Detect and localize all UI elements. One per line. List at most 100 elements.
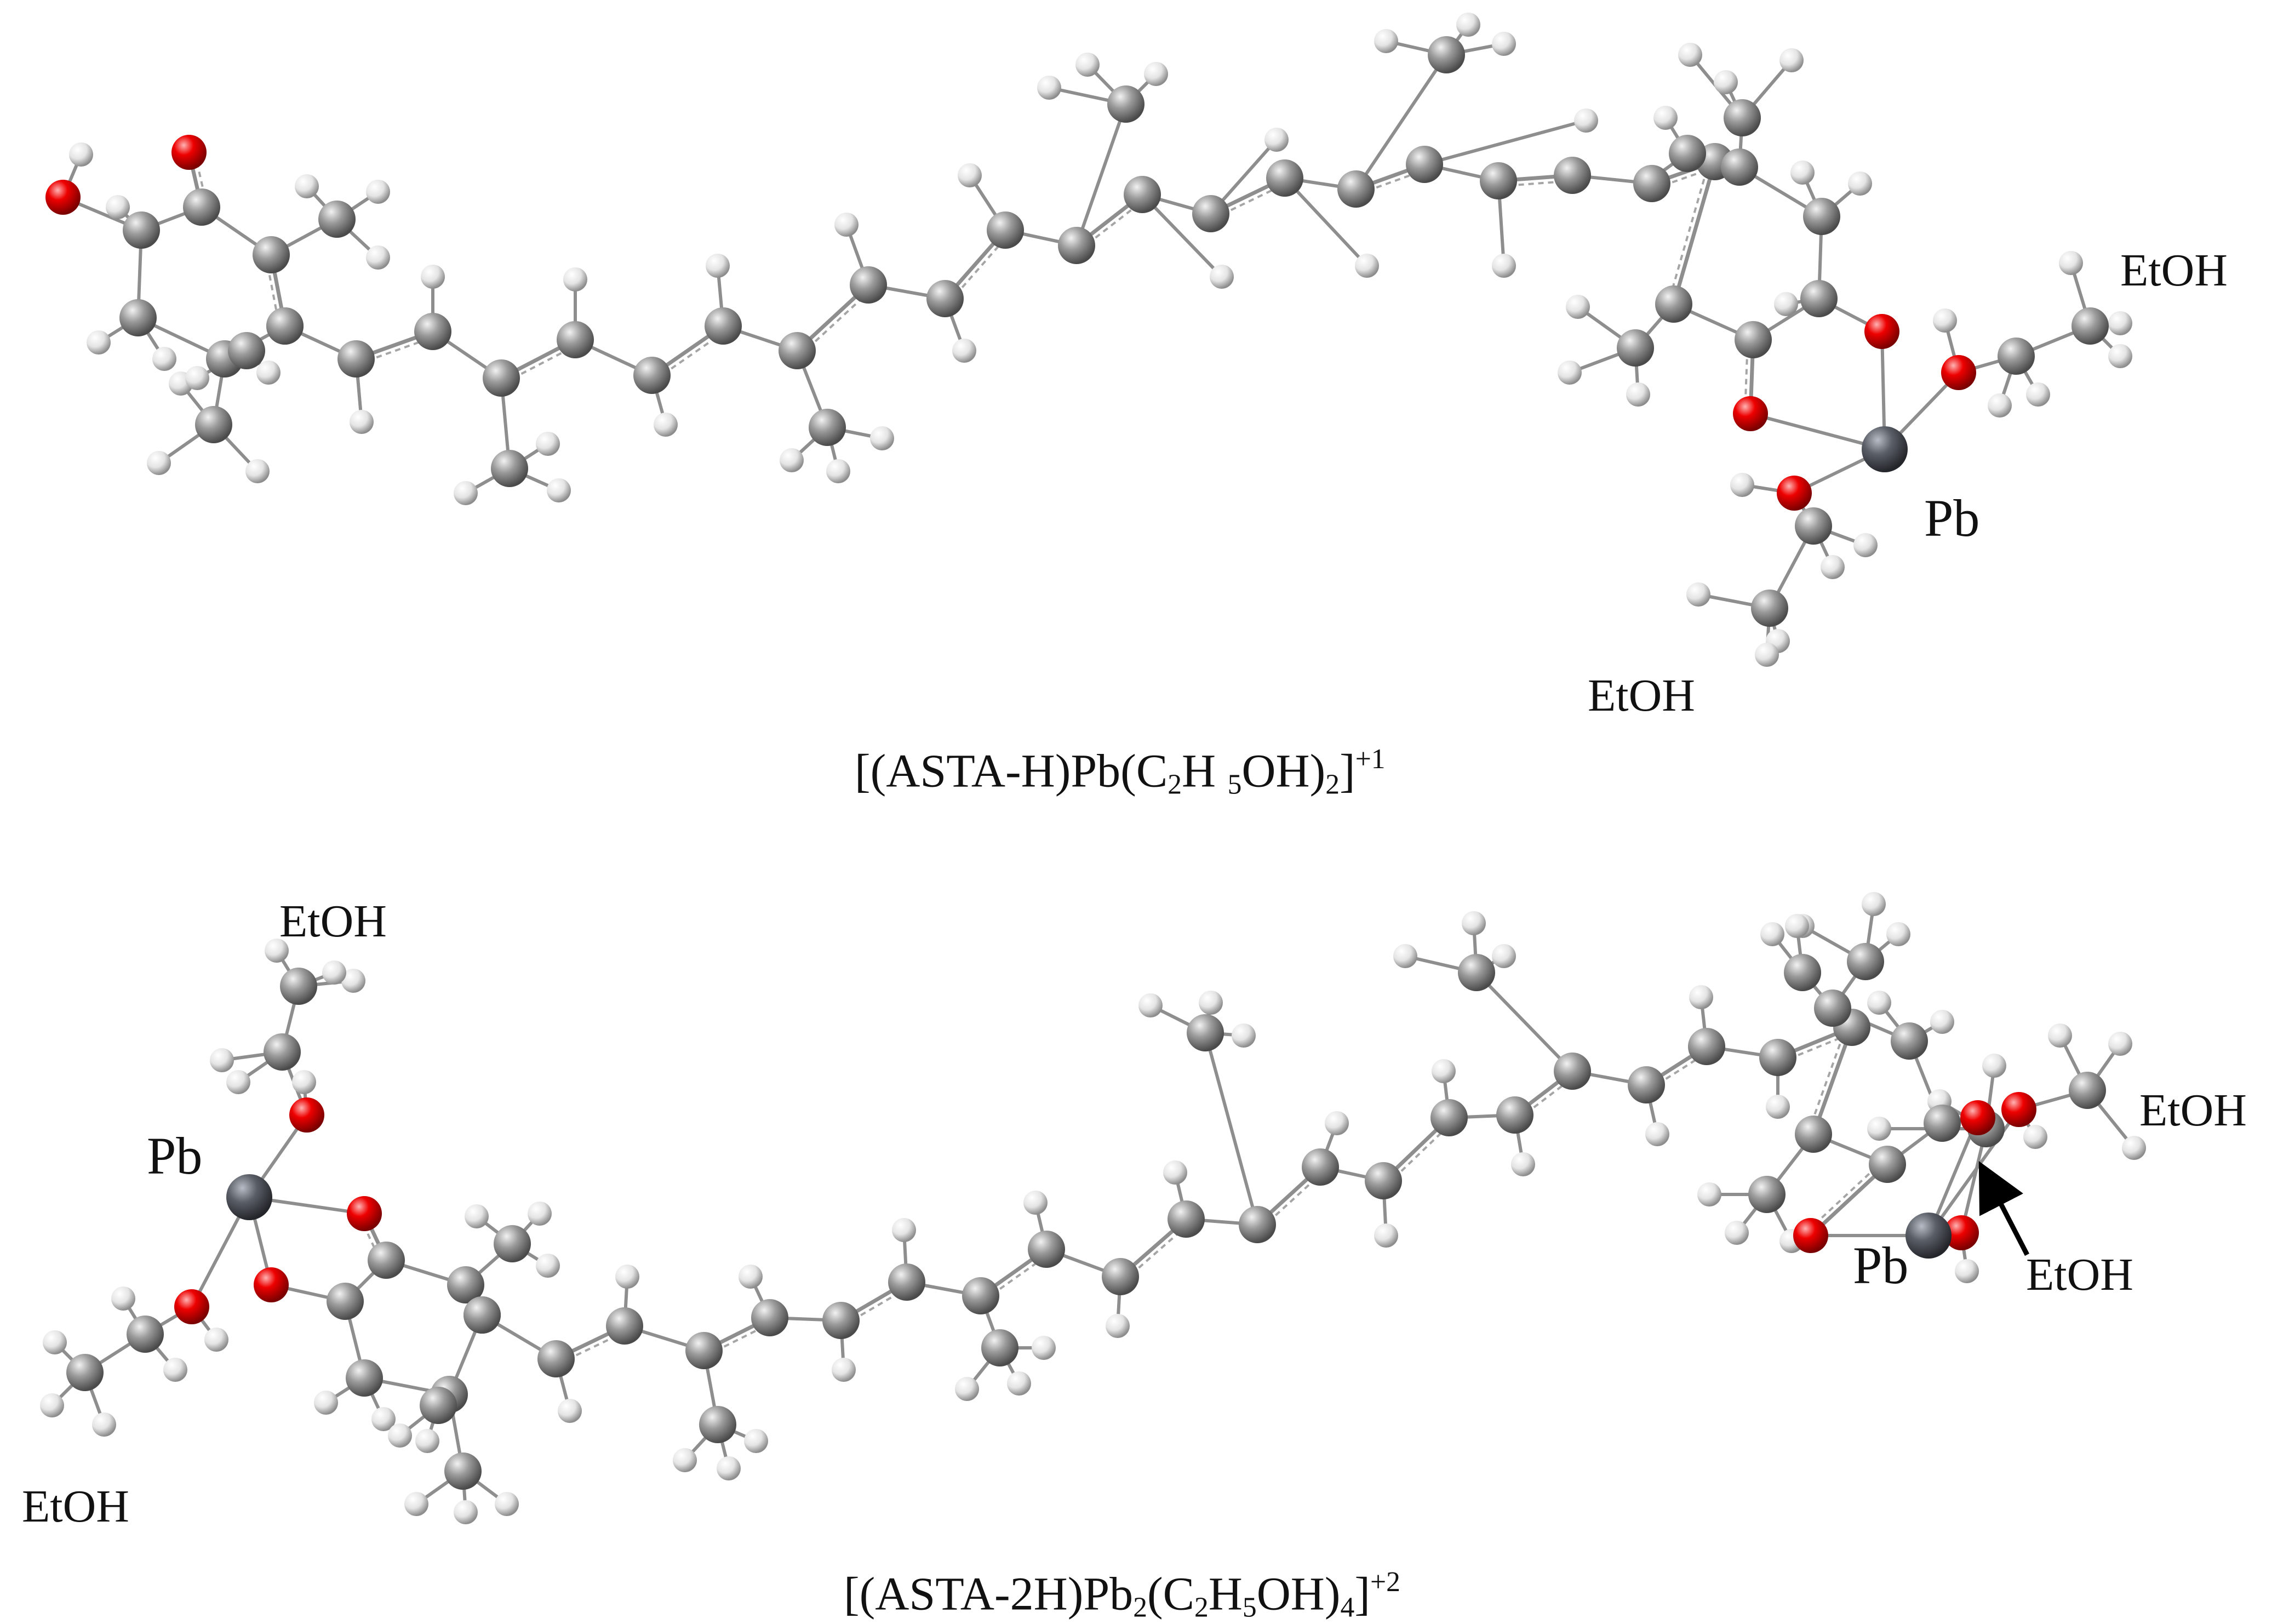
h-atom xyxy=(744,1429,768,1453)
h-atom xyxy=(1325,1111,1349,1135)
o-atom xyxy=(2001,1092,2036,1127)
h-atom xyxy=(826,459,850,483)
h-atom xyxy=(1730,473,1754,497)
h-atom xyxy=(832,1358,856,1382)
bond xyxy=(1475,971,1574,1073)
h-atom xyxy=(1774,292,1798,316)
c-atom xyxy=(264,1033,301,1071)
o-atom xyxy=(45,180,81,215)
o-atom xyxy=(1864,314,1899,349)
c-atom xyxy=(1891,1022,1928,1060)
h-atom xyxy=(654,413,678,437)
h-atom xyxy=(1393,944,1417,968)
o-atom xyxy=(254,1267,289,1302)
atoms-layer xyxy=(40,13,2146,1524)
c-atom xyxy=(1239,1206,1276,1243)
h-atom xyxy=(1492,254,1516,278)
c-atom xyxy=(537,1340,575,1377)
h-atom xyxy=(1374,1223,1398,1248)
o-atom xyxy=(347,1196,382,1231)
c-atom xyxy=(1058,227,1095,264)
c-atom xyxy=(822,1302,860,1339)
bond xyxy=(1424,119,1587,166)
c-atom xyxy=(327,1283,364,1320)
h-atom xyxy=(185,366,209,390)
h-atom xyxy=(1456,13,1480,37)
h-atom xyxy=(1645,1122,1669,1146)
h-atom xyxy=(558,1399,582,1423)
h-atom xyxy=(265,939,289,963)
h-atom xyxy=(958,163,982,187)
h-atom xyxy=(1144,62,1168,86)
h-atom xyxy=(1432,1059,1456,1083)
h-atom xyxy=(152,347,176,371)
h-atom xyxy=(40,1393,64,1417)
h-atom xyxy=(2108,311,2132,335)
c-atom xyxy=(463,1296,501,1334)
c-atom xyxy=(1496,1096,1533,1134)
o-atom xyxy=(1733,396,1768,431)
c-atom xyxy=(195,406,232,443)
c-atom xyxy=(685,1332,723,1369)
h-atom xyxy=(350,410,374,434)
h-atom xyxy=(1574,108,1598,133)
c-atom xyxy=(2071,307,2109,345)
bottom-pb-left-label: Pb xyxy=(147,1126,203,1185)
h-atom xyxy=(1492,944,1516,968)
h-atom xyxy=(495,1492,519,1516)
h-atom xyxy=(295,174,319,198)
h-atom xyxy=(1007,1371,1031,1396)
h-atom xyxy=(454,481,478,505)
c-atom xyxy=(557,321,594,358)
c-atom xyxy=(127,1316,164,1353)
h-atom xyxy=(673,1448,697,1472)
o-atom xyxy=(1777,476,1812,511)
h-atom xyxy=(415,1429,439,1453)
pb-atom xyxy=(226,1174,272,1220)
h-atom xyxy=(547,478,571,502)
bond xyxy=(1811,1026,1854,1135)
c-atom xyxy=(705,307,742,345)
h-atom xyxy=(1853,533,1878,557)
c-atom xyxy=(1869,1146,1906,1183)
h-atom xyxy=(1492,32,1516,56)
top-pb-label: Pb xyxy=(1924,489,1980,547)
h-atom xyxy=(1686,582,1710,607)
c-atom xyxy=(1800,280,1838,317)
h-atom xyxy=(69,142,93,167)
h-atom xyxy=(1558,361,1582,385)
bond xyxy=(1075,104,1128,246)
h-atom xyxy=(1232,1023,1256,1048)
c-atom xyxy=(1554,1053,1591,1090)
h-atom xyxy=(1374,29,1398,53)
h-atom xyxy=(615,1265,639,1289)
c-atom xyxy=(253,236,290,273)
h-atom xyxy=(1678,43,1702,67)
h-atom xyxy=(1867,1117,1891,1141)
c-atom xyxy=(266,307,304,345)
h-atom xyxy=(780,448,804,472)
c-atom xyxy=(1795,507,1832,545)
c-atom xyxy=(1847,943,1884,980)
bond xyxy=(1283,176,1369,267)
c-atom xyxy=(2069,1072,2106,1109)
pb-atom xyxy=(1905,1213,1952,1259)
c-atom xyxy=(1724,99,1761,136)
h-atom xyxy=(163,1358,187,1382)
c-atom xyxy=(1124,176,1161,213)
h-atom xyxy=(92,1413,116,1437)
bottom-etoh-arrow-label: EtOH xyxy=(2026,1249,2133,1300)
o-atom xyxy=(1793,1218,1828,1253)
top-caption: [(ASTA-H)Pb(C2H 5OH)2]+1 xyxy=(855,744,1386,800)
c-atom xyxy=(420,1387,457,1424)
h-atom xyxy=(366,245,390,270)
c-atom xyxy=(318,201,356,238)
o-atom xyxy=(1960,1100,1995,1135)
c-atom xyxy=(633,357,671,394)
c-atom xyxy=(1795,1116,1832,1153)
c-atom xyxy=(123,211,160,249)
h-atom xyxy=(1766,1095,1790,1119)
o-atom xyxy=(171,135,207,170)
h-atom xyxy=(1355,254,1379,278)
